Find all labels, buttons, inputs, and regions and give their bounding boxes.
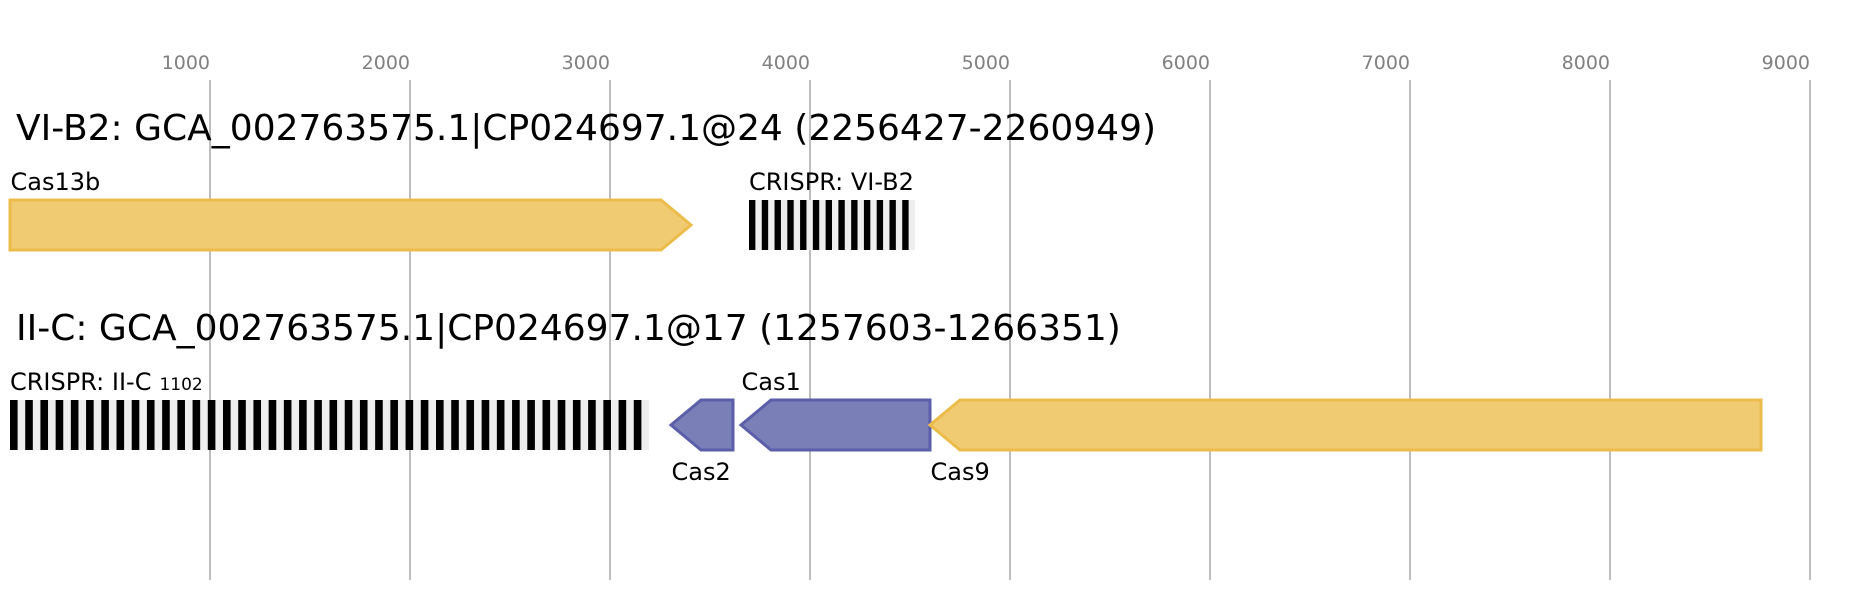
- tick-label: 1000: [162, 52, 210, 74]
- crispr-repeat: [542, 400, 551, 450]
- crispr-repeat: [344, 400, 353, 450]
- gene-label: Cas1: [742, 368, 801, 396]
- crispr-repeat: [876, 200, 884, 250]
- crispr-label: CRISPR: VI-B2: [749, 168, 914, 196]
- crispr-repeat: [889, 200, 896, 250]
- crispr-repeat: [55, 400, 64, 450]
- gene-cas13b[interactable]: Cas13b: [8, 168, 694, 252]
- crispr-repeat: [603, 400, 611, 450]
- crispr-repeat: [902, 200, 909, 250]
- crispr-repeat: [283, 400, 292, 450]
- gene-cas1[interactable]: Cas1: [738, 368, 932, 452]
- crispr-repeat: [800, 200, 807, 250]
- crispr-repeat: [787, 200, 794, 250]
- crispr-repeat: [481, 400, 490, 450]
- gene-label: Cas13b: [11, 168, 101, 196]
- tick-label: 5000: [962, 52, 1010, 74]
- tick-label: 6000: [1162, 52, 1210, 74]
- crispr-repeat: [268, 400, 277, 450]
- crispr-repeat: [512, 400, 520, 450]
- crispr-repeat: [101, 400, 109, 450]
- grid: 1000 2000 3000 4000 5000 6000 7000 8000 9000: [162, 52, 1811, 580]
- locus-title: VI-B2: GCA_002763575.1|CP024697.1@24 (22…: [16, 108, 1156, 149]
- crispr-repeat: [40, 400, 49, 450]
- gene-arrow[interactable]: [927, 398, 1763, 452]
- crispr-label-text: CRISPR: VI-B2: [749, 168, 914, 196]
- crispr-repeat: [70, 400, 79, 450]
- crispr-repeat: [405, 400, 414, 450]
- crispr-repeat: [863, 200, 871, 250]
- crispr-repeat: [329, 400, 338, 450]
- gene-arrow[interactable]: [668, 398, 735, 452]
- tick-label: 4000: [762, 52, 810, 74]
- crispr-repeat: [359, 400, 368, 450]
- crispr-repeat: [116, 400, 125, 450]
- crispr-repeat: [162, 400, 170, 450]
- loci: VI-B2: GCA_002763575.1|CP024697.1@24 (22…: [8, 108, 1763, 486]
- crispr-repeat: [314, 400, 322, 450]
- crispr-array[interactable]: CRISPR: II-C 1102: [10, 368, 649, 450]
- crispr-repeat: [207, 400, 216, 450]
- crispr-repeat: [774, 200, 781, 250]
- crispr-repeat: [375, 400, 383, 450]
- crispr-repeat: [466, 400, 475, 450]
- crispr-repeat: [299, 400, 307, 450]
- crispr-repeat: [131, 400, 140, 450]
- gene-arrow[interactable]: [8, 198, 694, 252]
- gene-cas9[interactable]: Cas9: [927, 398, 1763, 486]
- crispr-repeat: [618, 400, 627, 450]
- crispr-repeat: [86, 400, 94, 450]
- tick-label: 7000: [1362, 52, 1410, 74]
- crispr-repeat: [25, 400, 33, 450]
- crispr-repeat: [253, 400, 262, 450]
- crispr-repeat: [633, 400, 642, 450]
- gene-label: Cas2: [672, 458, 731, 486]
- crispr-repeat: [451, 400, 459, 450]
- crispr-repeat: [761, 200, 769, 250]
- crispr-repeat: [420, 400, 429, 450]
- crispr-repeat: [527, 400, 535, 450]
- crispr-array[interactable]: CRISPR: VI-B2: [749, 168, 915, 250]
- gene-cas2[interactable]: Cas2: [668, 398, 735, 486]
- crispr-repeat: [838, 200, 845, 250]
- tick-label: 9000: [1762, 52, 1810, 74]
- crispr-repeat: [223, 400, 231, 450]
- locus-title: II-C: GCA_002763575.1|CP024697.1@17 (125…: [16, 308, 1121, 349]
- crispr-repeat: [146, 400, 155, 450]
- locus-1: VI-B2: GCA_002763575.1|CP024697.1@24 (22…: [8, 108, 1156, 252]
- crispr-repeat: [177, 400, 185, 450]
- tick-label: 3000: [562, 52, 610, 74]
- tick-label: 2000: [362, 52, 410, 74]
- locus-2: II-C: GCA_002763575.1|CP024697.1@17 (125…: [10, 308, 1763, 486]
- gene-arrow[interactable]: [738, 398, 932, 452]
- crispr-label-text: CRISPR: II-C: [10, 368, 151, 396]
- crispr-repeat: [238, 400, 246, 450]
- crispr-repeat: [851, 200, 858, 250]
- crispr-repeat: [436, 400, 444, 450]
- crispr-repeat: [496, 400, 505, 450]
- crispr-repeat: [557, 400, 566, 450]
- crispr-repeat: [10, 400, 18, 450]
- crispr-repeat: [572, 400, 581, 450]
- crispr-repeat: [825, 200, 832, 250]
- crispr-label: CRISPR: II-C 1102: [10, 368, 203, 396]
- crispr-subscript: 1102: [159, 375, 202, 395]
- crispr-repeat: [390, 400, 398, 450]
- gene-label: Cas9: [931, 458, 990, 486]
- crispr-repeat: [749, 200, 756, 250]
- tick-label: 8000: [1562, 52, 1610, 74]
- crispr-repeat: [812, 200, 820, 250]
- crispr-repeat: [588, 400, 596, 450]
- crispr-repeat: [192, 400, 201, 450]
